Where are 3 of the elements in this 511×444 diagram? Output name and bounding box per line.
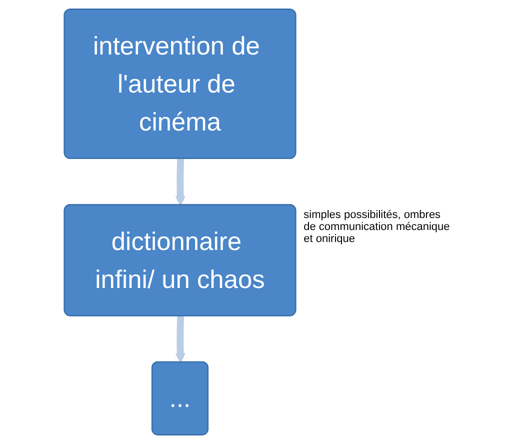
arrow bbox=[175, 158, 186, 206]
arrow bbox=[175, 316, 186, 363]
bullet-note: simples possibilités, ombres de communication mécanique et onirique bbox=[304, 208, 451, 245]
